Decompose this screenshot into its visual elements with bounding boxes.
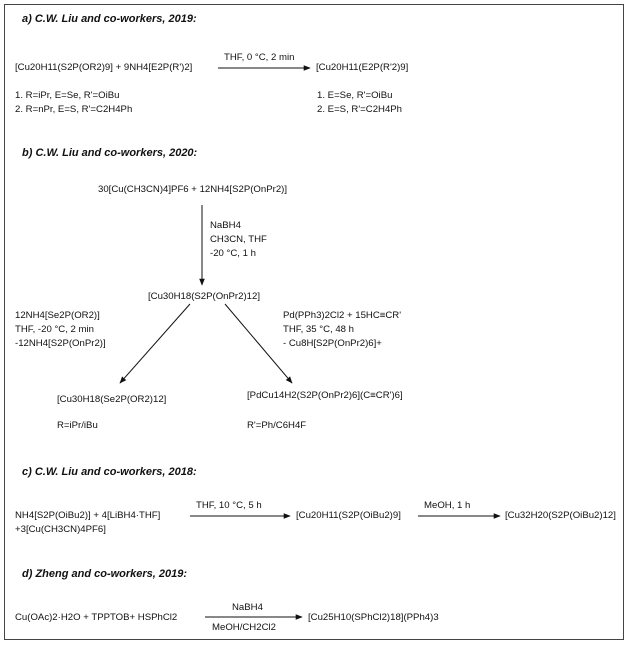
c-product: [Cu32H20(S2P(OiBu2)12] [505,510,616,521]
b-reactant: 30[Cu(CH3CN)4]PF6 + 12NH4[S2P(OnPr2)] [98,184,288,195]
d-condition-bottom: MeOH/CH2Cl2 [212,622,276,633]
a-condition: THF, 0 °C, 2 min [224,52,295,63]
c-condition-1: THF, 10 °C, 5 h [196,500,262,511]
section-b-heading: b) C.W. Liu and co-workers, 2020: [22,147,198,159]
b-right-condition-2: THF, 35 °C, 48 h [283,324,355,335]
c-condition-2: MeOH, 1 h [424,500,471,511]
a-reactant: [Cu20H11(S2P(OR2)9] + 9NH4[E2P(R')2] [15,62,193,73]
b-right-condition-1: Pd(PPh3)2Cl2 + 15HC≡CR' [283,310,402,321]
arrow-b-right [224,303,293,384]
b-right-note: R'=Ph/C6H4F [247,420,307,431]
section-d-heading: d) Zheng and co-workers, 2019: [22,568,188,580]
c-reactant-2: +3[Cu(CH3CN)4PF6] [15,524,106,535]
b-left-condition-2: THF, -20 °C, 2 min [15,324,95,335]
b-condition-2: CH3CN, THF [210,234,267,245]
b-condition-3: -20 °C, 1 h [210,248,256,259]
d-product: [Cu25H10(SPhCl2)18](PPh4)3 [308,612,439,623]
figure-frame [4,4,624,640]
c-intermediate: [Cu20H11(S2P(OiBu2)9] [296,510,401,521]
d-reactant: Cu(OAc)2·H2O + TPPTOB+ HSPhCl2 [15,612,178,623]
b-left-condition-3: -12NH4[S2P(OnPr2)] [15,338,106,349]
b-left-note: R=iPr/iBu [57,420,98,431]
section-c-heading: c) C.W. Liu and co-workers, 2018: [22,466,197,478]
a-right-note-1: 1. E=Se, R'=OiBu [317,90,393,101]
b-left-product: [Cu30H18(Se2P(OR2)12] [57,394,167,405]
section-a-heading: a) C.W. Liu and co-workers, 2019: [22,13,197,25]
arrow-b-left [119,303,191,384]
d-condition-top: NaBH4 [232,602,263,613]
b-right-product: [PdCu14H2(S2P(OnPr2)6](C≡CR')6] [247,390,403,401]
a-product: [Cu20H11(E2P(R'2)9] [316,62,409,73]
a-right-note-2: 2. E=S, R'=C2H4Ph [317,104,403,115]
b-left-condition-1: 12NH4[Se2P(OR2)] [15,310,100,321]
a-left-note-1: 1. R=iPr, E=Se, R'=OiBu [15,90,120,101]
b-right-condition-3: - Cu8H[S2P(OnPr2)6]+ [283,338,382,349]
b-intermediate: [Cu30H18(S2P(OnPr2)12] [148,291,260,302]
a-left-note-2: 2. R=nPr, E=S, R'=C2H4Ph [15,104,133,115]
b-condition-1: NaBH4 [210,220,241,231]
c-reactant-1: NH4[S2P(OiBu2)] + 4[LiBH4·THF] [15,510,161,521]
